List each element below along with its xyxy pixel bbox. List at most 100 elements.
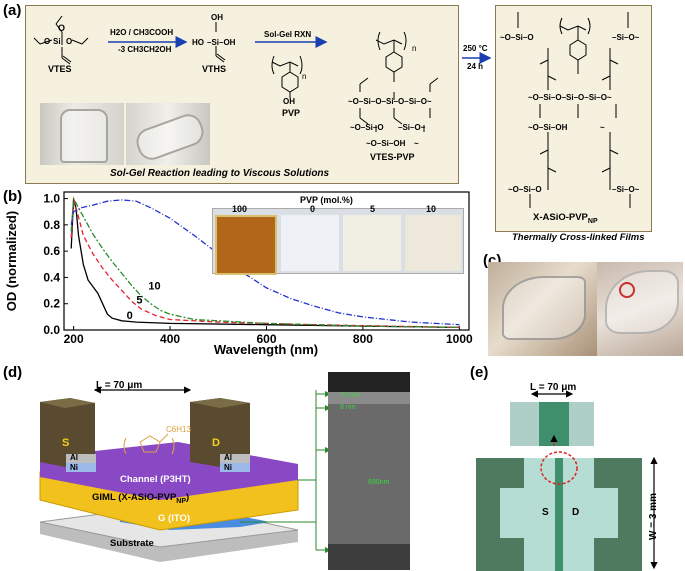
optical-micrograph (476, 390, 658, 571)
series-label-10: 10 (148, 280, 160, 292)
arrow1-top-label: H2O / CH3COOH (110, 28, 174, 37)
al-label-drain: Al (224, 453, 232, 462)
vths-label: VTHS (202, 64, 227, 74)
source-label-e: S (542, 507, 549, 518)
series-label-5: 5 (136, 295, 142, 307)
arrow3-top-label: 250 °C (463, 44, 488, 53)
vial-photo-1 (40, 103, 124, 165)
inset-label-5: 5 (370, 204, 376, 214)
y-tick-label: 0.6 (43, 244, 60, 258)
series-line-10 (70, 196, 460, 329)
vial-photo-2 (126, 103, 210, 165)
inset-label-10: 10 (426, 204, 437, 214)
length-label-e: L = 70 μm (530, 382, 577, 393)
panel-b-label: (b) (3, 188, 23, 205)
sem-label-73nm: 73 nm (340, 392, 360, 399)
svg-text:HO: HO (192, 38, 204, 47)
pvp-label: PVP (282, 108, 301, 118)
vtes-structure (33, 15, 89, 65)
svg-text:~O–Si–OH: ~O–Si–OH (366, 139, 406, 148)
vtes-pvp-structure (359, 31, 439, 132)
inset-label-100: 100 (232, 204, 248, 214)
length-label-d: L = 70 μm (96, 380, 143, 391)
film-0 (281, 215, 339, 271)
y-tick-label: 1.0 (43, 192, 60, 206)
svg-text:–Si–OH: –Si–OH (207, 38, 236, 47)
series-line-0 (70, 198, 460, 329)
x-tick-label: 200 (64, 332, 84, 346)
pvp-structure (271, 55, 303, 98)
film-photo-inset (212, 208, 464, 275)
svg-text:O: O (66, 37, 72, 46)
ni-label-drain: Ni (224, 463, 232, 472)
svg-text:O: O (58, 23, 65, 33)
reaction-scheme: O O Si O OH HO –Si–OH ~O–Si–O–Si–O–Si–O~… (33, 12, 640, 208)
x-tick-label: 400 (160, 332, 180, 346)
bent-film-photo-1 (488, 262, 598, 356)
sem-label-690nm: 690nm (368, 479, 390, 486)
svg-text:O: O (44, 37, 50, 46)
svg-text:~O–Si–OH: ~O–Si–OH (528, 123, 568, 132)
caption-sol-gel: Sol-Gel Reaction leading to Viscous Solu… (110, 168, 330, 179)
svg-text:~: ~ (600, 123, 605, 132)
svg-text:–Si–O~: –Si–O~ (612, 33, 640, 42)
vtes-pvp-label: VTES-PVP (370, 152, 415, 162)
series-line-5 (70, 198, 460, 329)
inset-title: PVP (mol.%) (300, 195, 353, 205)
gate-label: G (ITO) (158, 513, 191, 524)
film-10 (405, 215, 461, 271)
vtes-pvp-n-label: n (412, 44, 417, 53)
sem-label-8nm: 8 nm (340, 404, 356, 411)
vtes-label: VTES (48, 64, 72, 74)
y-tick-label: 0.4 (43, 270, 60, 284)
device-schematic (39, 372, 410, 570)
series-label-0: 0 (127, 310, 133, 322)
caption-crosslinked: Thermally Cross-linked Films (512, 232, 645, 243)
svg-text:~: ~ (414, 139, 419, 148)
y-tick-label: 0.0 (43, 323, 60, 337)
substrate-side (40, 522, 298, 562)
y-tick-label: 0.2 (43, 297, 60, 311)
p3ht-structure (123, 433, 175, 455)
ni-label-source: Ni (70, 463, 78, 472)
width-label-e: W = 3 mm (648, 493, 659, 540)
product-name: X-ASiO-PVPNP (533, 212, 598, 225)
x-tick-label: 1000 (446, 332, 473, 346)
x-axis-label: Wavelength (nm) (214, 342, 318, 357)
svg-text:~O–Si–O–Si–O–Si–O~: ~O–Si–O–Si–O–Si–O~ (348, 97, 432, 106)
drain-label: D (212, 437, 220, 449)
drain-electrode (190, 398, 250, 467)
arrow2-top-label: Sol-Gel RXN (264, 30, 312, 39)
svg-text:~O–Si–O: ~O–Si–O (350, 123, 384, 132)
zoom-circle (540, 451, 578, 485)
y-axis-label: OD (normalized) (4, 211, 19, 311)
bent-film-photo-2 (597, 262, 683, 356)
arrow1-bottom-label: -3 CH3CH2OH (118, 45, 172, 54)
svg-text:Si: Si (53, 37, 61, 46)
x-tick-label: 800 (353, 332, 373, 346)
svg-text:~O–Si–O–Si–O–Si–O~: ~O–Si–O–Si–O–Si–O~ (528, 93, 612, 102)
film-5 (343, 215, 401, 271)
source-electrode (40, 398, 95, 467)
crosslinked-network-structure (517, 12, 631, 208)
svg-text:OH: OH (211, 13, 223, 22)
series-line-100 (70, 199, 460, 326)
al-label-source: Al (70, 453, 78, 462)
panel-e-label: (e) (470, 364, 489, 381)
svg-text:–Si–O~: –Si–O~ (398, 123, 426, 132)
channel-gap (555, 458, 563, 571)
svg-text:~O–Si–O: ~O–Si–O (500, 33, 534, 42)
giml-label: GIML (X-ASiO-PVPNP) (92, 492, 190, 505)
drain-label-e: D (572, 507, 580, 518)
source-label: S (62, 437, 70, 449)
svg-text:~O–Si–O: ~O–Si–O (508, 185, 542, 194)
inset-label-0: 0 (310, 204, 316, 214)
y-tick-label: 0.8 (43, 218, 60, 232)
panel-a-label: (a) (3, 2, 22, 19)
pvp-oh-label: OH (283, 97, 295, 106)
x-tick-label: 600 (256, 332, 276, 346)
pvp-n-label: n (302, 72, 307, 81)
arrow3-bottom-label: 24 h (467, 62, 484, 71)
channel-label: Channel (P3HT) (120, 474, 191, 485)
